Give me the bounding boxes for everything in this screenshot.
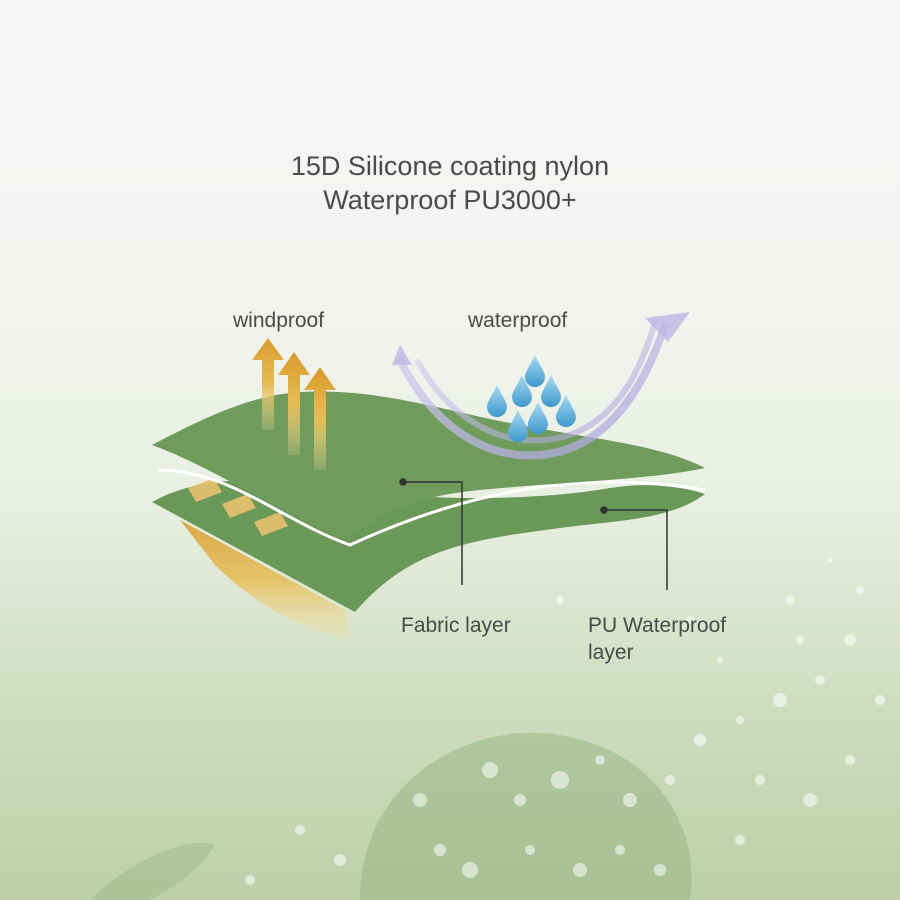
- water-drops: [487, 355, 576, 442]
- water-drop-icon: [528, 402, 548, 434]
- water-flow-arcs: [396, 319, 669, 460]
- flow-arrowhead-left: [392, 345, 412, 365]
- wind-arrow-2: [278, 352, 310, 455]
- title-line-2: Waterproof PU3000+: [323, 185, 577, 215]
- waterproof-label: waterproof: [468, 309, 568, 332]
- water-drop-icon: [487, 385, 507, 417]
- background-leaf-shape-left: [90, 842, 215, 900]
- water-drop-icon: [508, 410, 528, 442]
- wind-pores: [188, 478, 288, 536]
- fabric-leader-line: [403, 481, 463, 585]
- water-drop-icon: [556, 395, 576, 427]
- windproof-arrows: [252, 338, 336, 470]
- wind-arrow-3: [304, 367, 336, 470]
- layer-separator: [157, 468, 706, 547]
- windproof-label: windproof: [233, 309, 325, 332]
- title-line-1: 15D Silicone coating nylon: [290, 151, 610, 181]
- flow-arrowhead-right: [645, 312, 690, 342]
- water-drop-icon: [525, 355, 545, 387]
- background-water-droplets: [245, 557, 885, 885]
- water-drop-icon: [512, 375, 532, 407]
- background-leaf-shape: [360, 732, 692, 900]
- wind-arrow-1: [252, 338, 284, 430]
- water-drop-icon: [541, 375, 561, 407]
- wind-particles-underside: [180, 520, 350, 640]
- pu-layer-label-line-2: layer: [588, 641, 634, 664]
- pu-layer-label-line-1: PU Waterproof: [588, 614, 727, 637]
- leader-lines: [399, 478, 668, 590]
- fabric-layer-label: Fabric layer: [401, 614, 511, 637]
- pu-leader-line: [604, 509, 668, 590]
